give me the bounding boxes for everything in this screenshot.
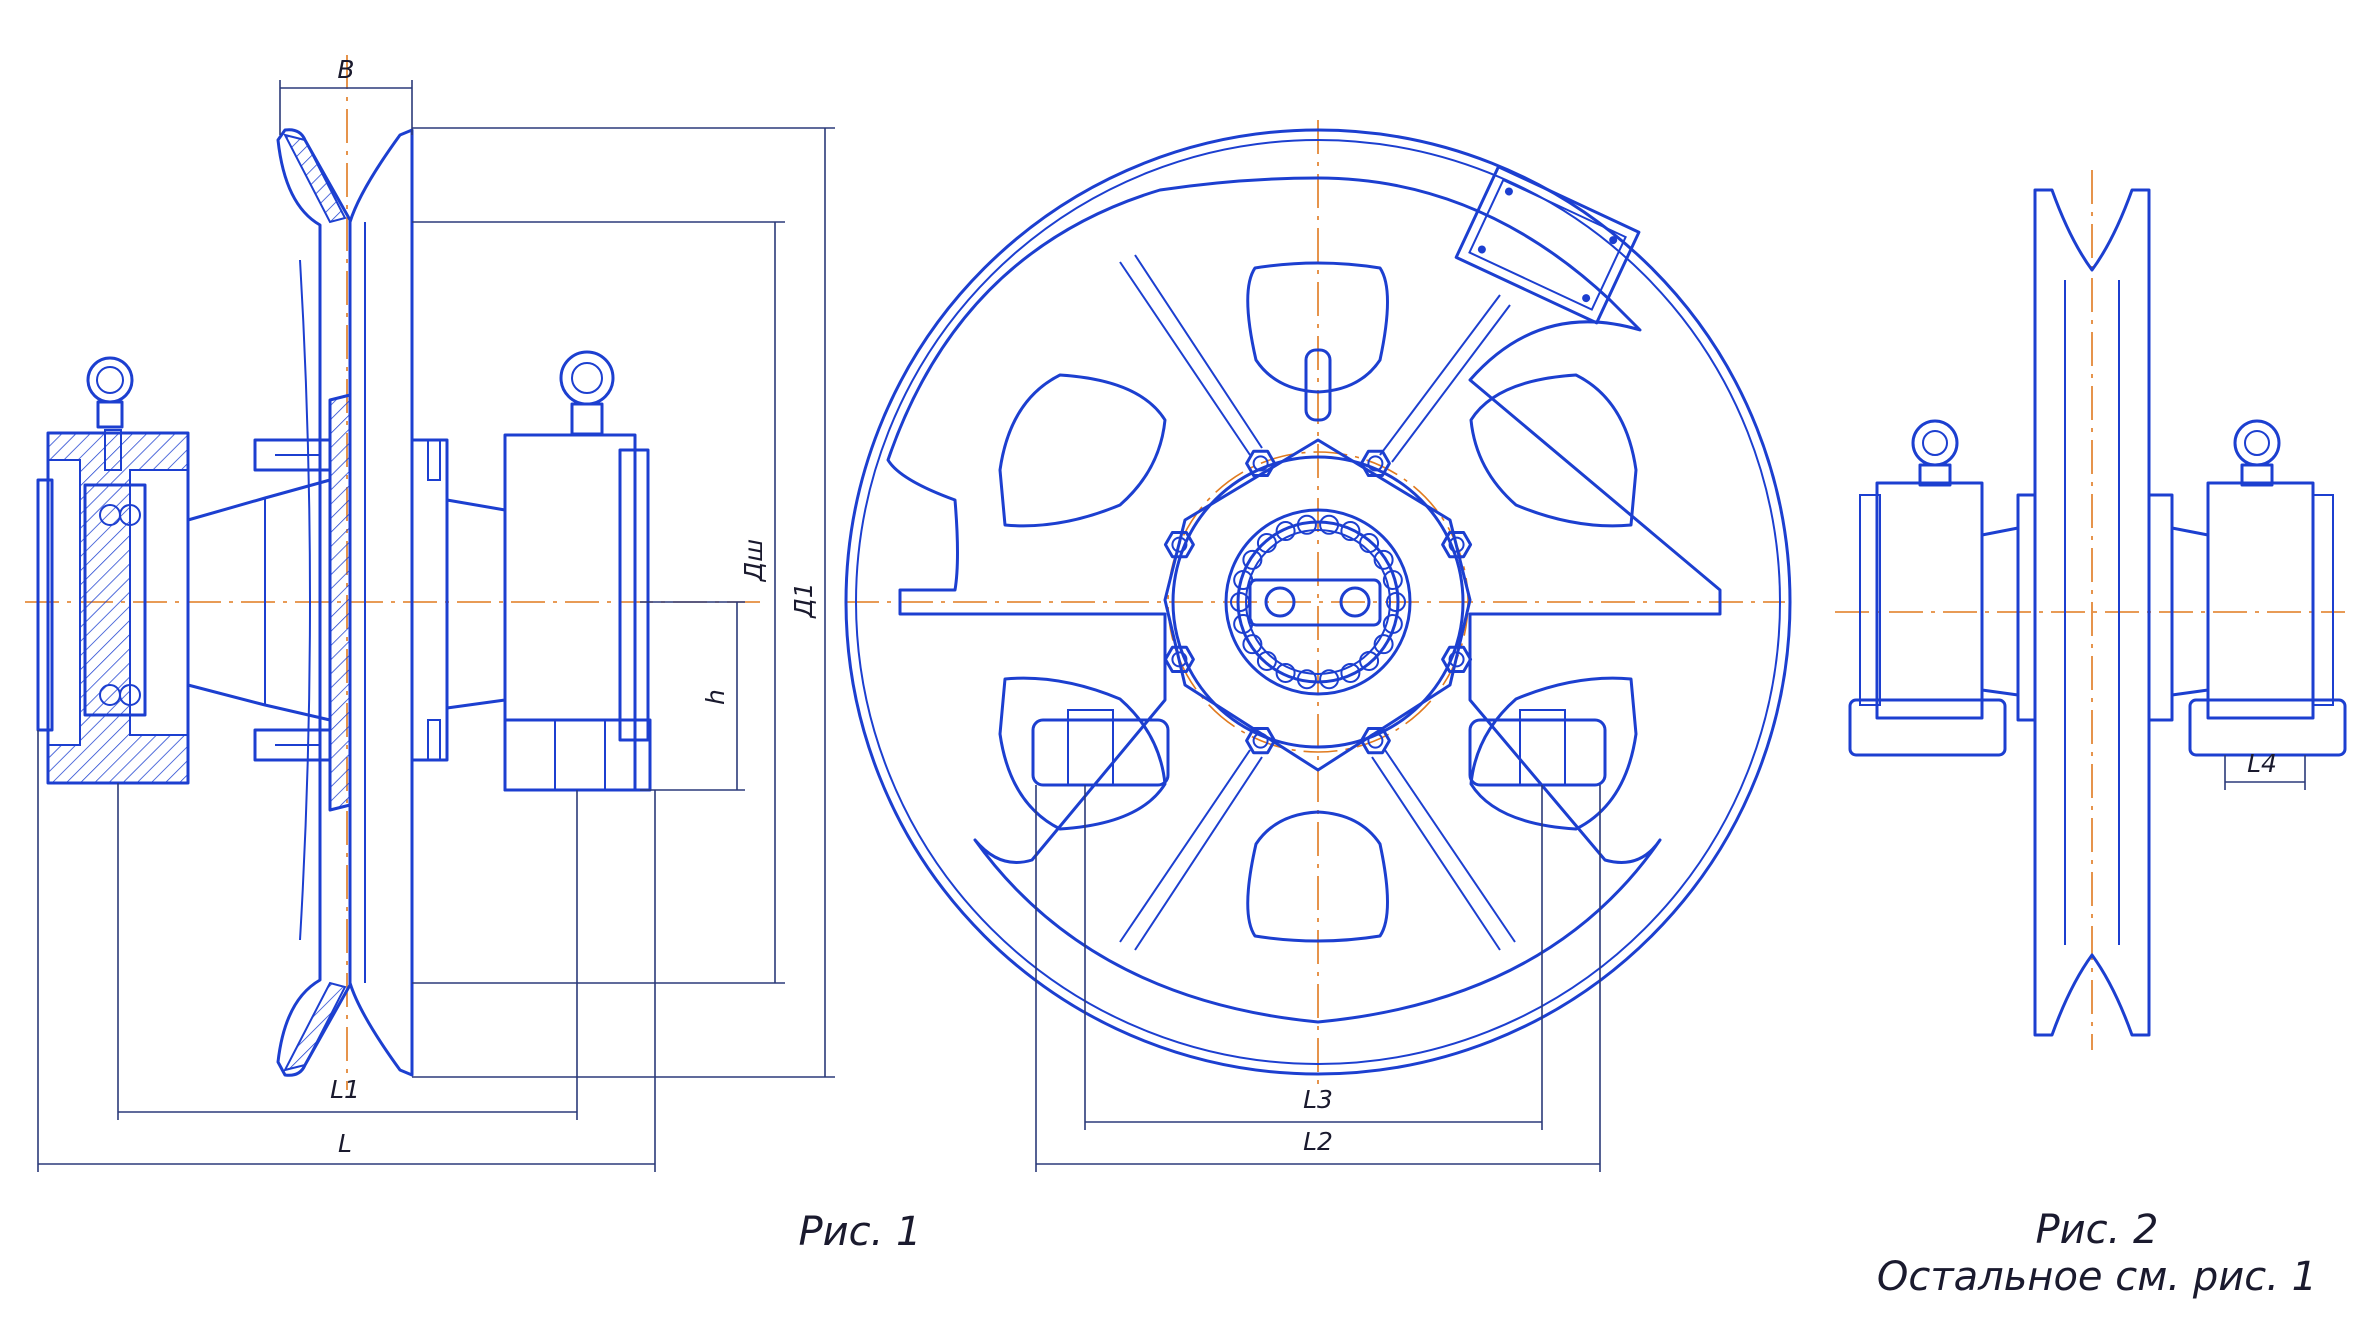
dimension-lines-fig1 xyxy=(37,80,835,1172)
dim-label-d1: Д1 xyxy=(789,582,818,618)
hub-outer xyxy=(1171,455,1465,749)
bearing-outer-ring xyxy=(1224,508,1412,696)
bearing-roller xyxy=(1340,521,1361,542)
dimension-lines-fig1-front xyxy=(1035,785,1601,1172)
shaft-key-plate xyxy=(1248,578,1382,627)
fig2-right-housing xyxy=(2206,481,2315,720)
fig2-right-pedestal xyxy=(2188,698,2347,757)
flange-bolt xyxy=(1359,727,1391,755)
bearing-roller xyxy=(1382,613,1403,634)
bearing-roller xyxy=(1359,650,1380,671)
dim-label-h: h xyxy=(701,689,730,705)
bearing-roller xyxy=(1319,669,1340,690)
bearing-roller xyxy=(1296,514,1317,535)
spoke-cutout-lower-left xyxy=(998,676,1167,831)
fig2-left-eye-bolt xyxy=(1911,419,1959,467)
spoke-cutout-upper-right xyxy=(1469,373,1638,528)
hub-flange xyxy=(1163,438,1472,772)
dim-label-b: B xyxy=(337,55,354,84)
flange-bolt xyxy=(1245,727,1277,755)
bearing-inner-ring xyxy=(1245,529,1391,675)
eye-bolt-front xyxy=(1304,348,1332,422)
flange-bolt xyxy=(1441,645,1473,673)
figure-2-note: Остальное см. рис. 1 xyxy=(1877,1254,2317,1300)
figure-1-caption: Рис. 1 xyxy=(799,1209,922,1255)
dim-label-dsh: Дш xyxy=(739,539,768,582)
bearing-roller xyxy=(1382,570,1403,591)
bearing-roller xyxy=(1359,533,1380,554)
dim-label-l: L xyxy=(338,1129,352,1158)
flange-bolt xyxy=(1163,645,1195,673)
flange-bolt xyxy=(1359,449,1391,477)
flange-bolt xyxy=(1163,531,1195,559)
fig2-right-eye-bolt xyxy=(2233,419,2281,467)
flange-bolts xyxy=(1163,449,1473,755)
left-bearing-housing xyxy=(36,356,190,785)
sheave-rim xyxy=(276,128,414,1077)
dim-label-l3: L3 xyxy=(1303,1085,1333,1114)
figure-2-caption: Рис. 2 xyxy=(2036,1207,2159,1253)
spoke-cutout-lower-right xyxy=(1469,676,1638,831)
sheave-web-outline xyxy=(886,176,1722,1024)
bearing-roller xyxy=(1242,634,1263,655)
nameplate xyxy=(1454,165,1641,325)
bearing-roller xyxy=(1373,634,1394,655)
figure-1-front-view: L3 L2 xyxy=(844,120,1792,1172)
bearing-roller xyxy=(1256,650,1277,671)
spoke-cutout-upper-left xyxy=(998,373,1167,528)
figure-1-side-view: B Дш Д1 h L1 L xyxy=(25,55,835,1172)
shaft xyxy=(186,438,332,762)
spoke-cutout-bottom xyxy=(1246,810,1389,943)
sheave-outer-circle xyxy=(844,128,1792,1076)
flange-bolt xyxy=(1441,531,1473,559)
bearing-roller xyxy=(1319,514,1340,535)
dim-label-l2: L2 xyxy=(1303,1127,1333,1156)
dim-label-l1: L1 xyxy=(330,1075,360,1104)
bearing-roller xyxy=(1373,549,1394,570)
bearing-roller xyxy=(1386,592,1406,612)
bearing-roller xyxy=(1275,521,1296,542)
bearing-roller xyxy=(1340,662,1361,683)
bearing-rollers xyxy=(1230,514,1406,690)
spoke-cutout-top xyxy=(1246,261,1389,394)
right-bearing-block xyxy=(410,350,652,792)
bearing-roller xyxy=(1296,669,1317,690)
bearing-roller xyxy=(1256,533,1277,554)
dim-label-l4: L4 xyxy=(2247,749,2277,778)
bearing-roller xyxy=(1242,549,1263,570)
figure-2-side-view: L4 xyxy=(1835,170,2347,1050)
flange-bolt xyxy=(1245,449,1277,477)
bearing-roller xyxy=(1275,662,1296,683)
spokes xyxy=(1119,254,1516,951)
fig2-left-pedestal xyxy=(1848,698,2007,757)
fig2-left-housing xyxy=(1875,481,1984,720)
fig2-sheave xyxy=(2033,188,2151,1037)
